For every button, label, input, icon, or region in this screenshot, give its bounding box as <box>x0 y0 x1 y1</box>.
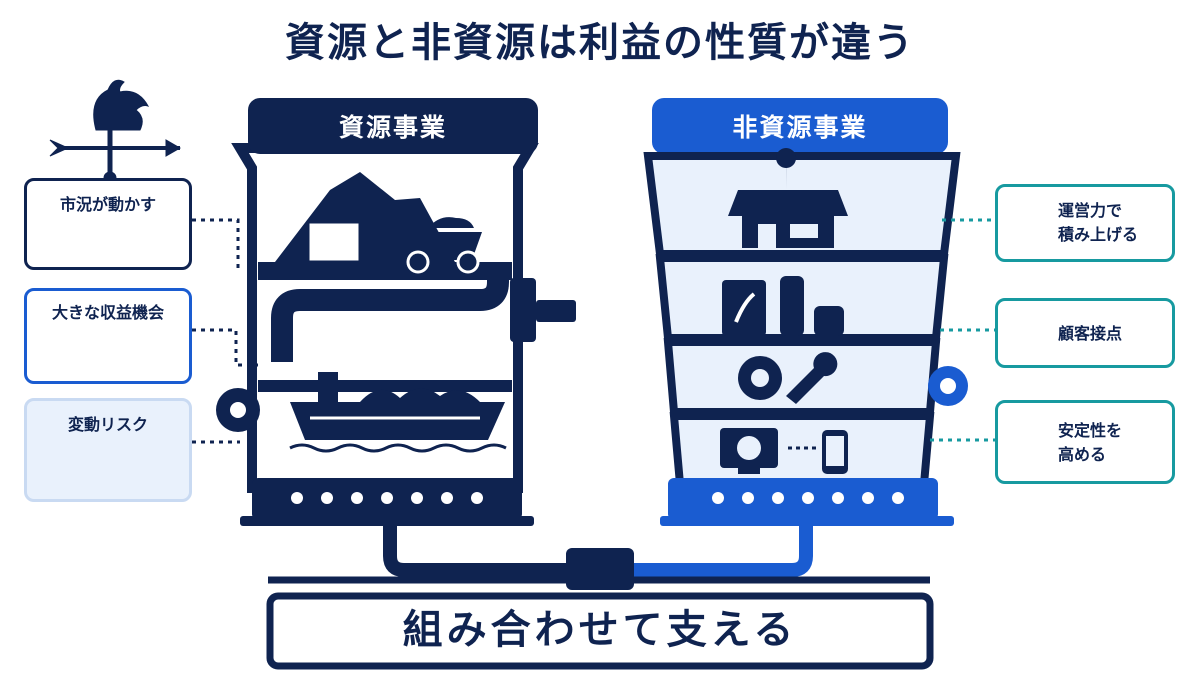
note-market: 市況が動かす <box>24 178 192 270</box>
right-connectors <box>930 218 995 442</box>
store-icon <box>728 148 848 248</box>
note-stability: 安定性を 高める <box>995 400 1175 484</box>
note-operations-label: 運営力で 積み上げる <box>1058 201 1139 244</box>
note-stability-label: 安定性を 高める <box>1058 421 1123 464</box>
scale-beam <box>266 526 934 670</box>
gear-wrench-icon <box>738 352 838 404</box>
nonresource-stack <box>643 98 968 526</box>
resource-hopper <box>216 98 576 526</box>
bottom-label: 組み合わせて支える <box>402 607 798 653</box>
weathervane-icon <box>49 79 182 185</box>
note-opportunity-label: 大きな収益機会 <box>51 303 164 322</box>
resource-title: 資源事業 <box>338 113 447 142</box>
note-risk: 変動リスク <box>24 398 192 502</box>
note-customers-label: 顧客接点 <box>1058 324 1123 343</box>
note-market-label: 市況が動かす <box>59 195 156 214</box>
note-risk-label: 変動リスク <box>67 415 148 434</box>
note-customers: 顧客接点 <box>995 298 1175 368</box>
note-operations: 運営力で 積み上げる <box>995 184 1175 262</box>
left-connectors <box>192 218 258 444</box>
nonresource-title: 非資源事業 <box>732 113 868 142</box>
note-opportunity: 大きな収益機会 <box>24 288 192 384</box>
page-title: 資源と非資源は利益の性質が違う <box>285 20 915 66</box>
products-icon <box>722 276 844 336</box>
computer-phone-icon <box>720 428 848 474</box>
